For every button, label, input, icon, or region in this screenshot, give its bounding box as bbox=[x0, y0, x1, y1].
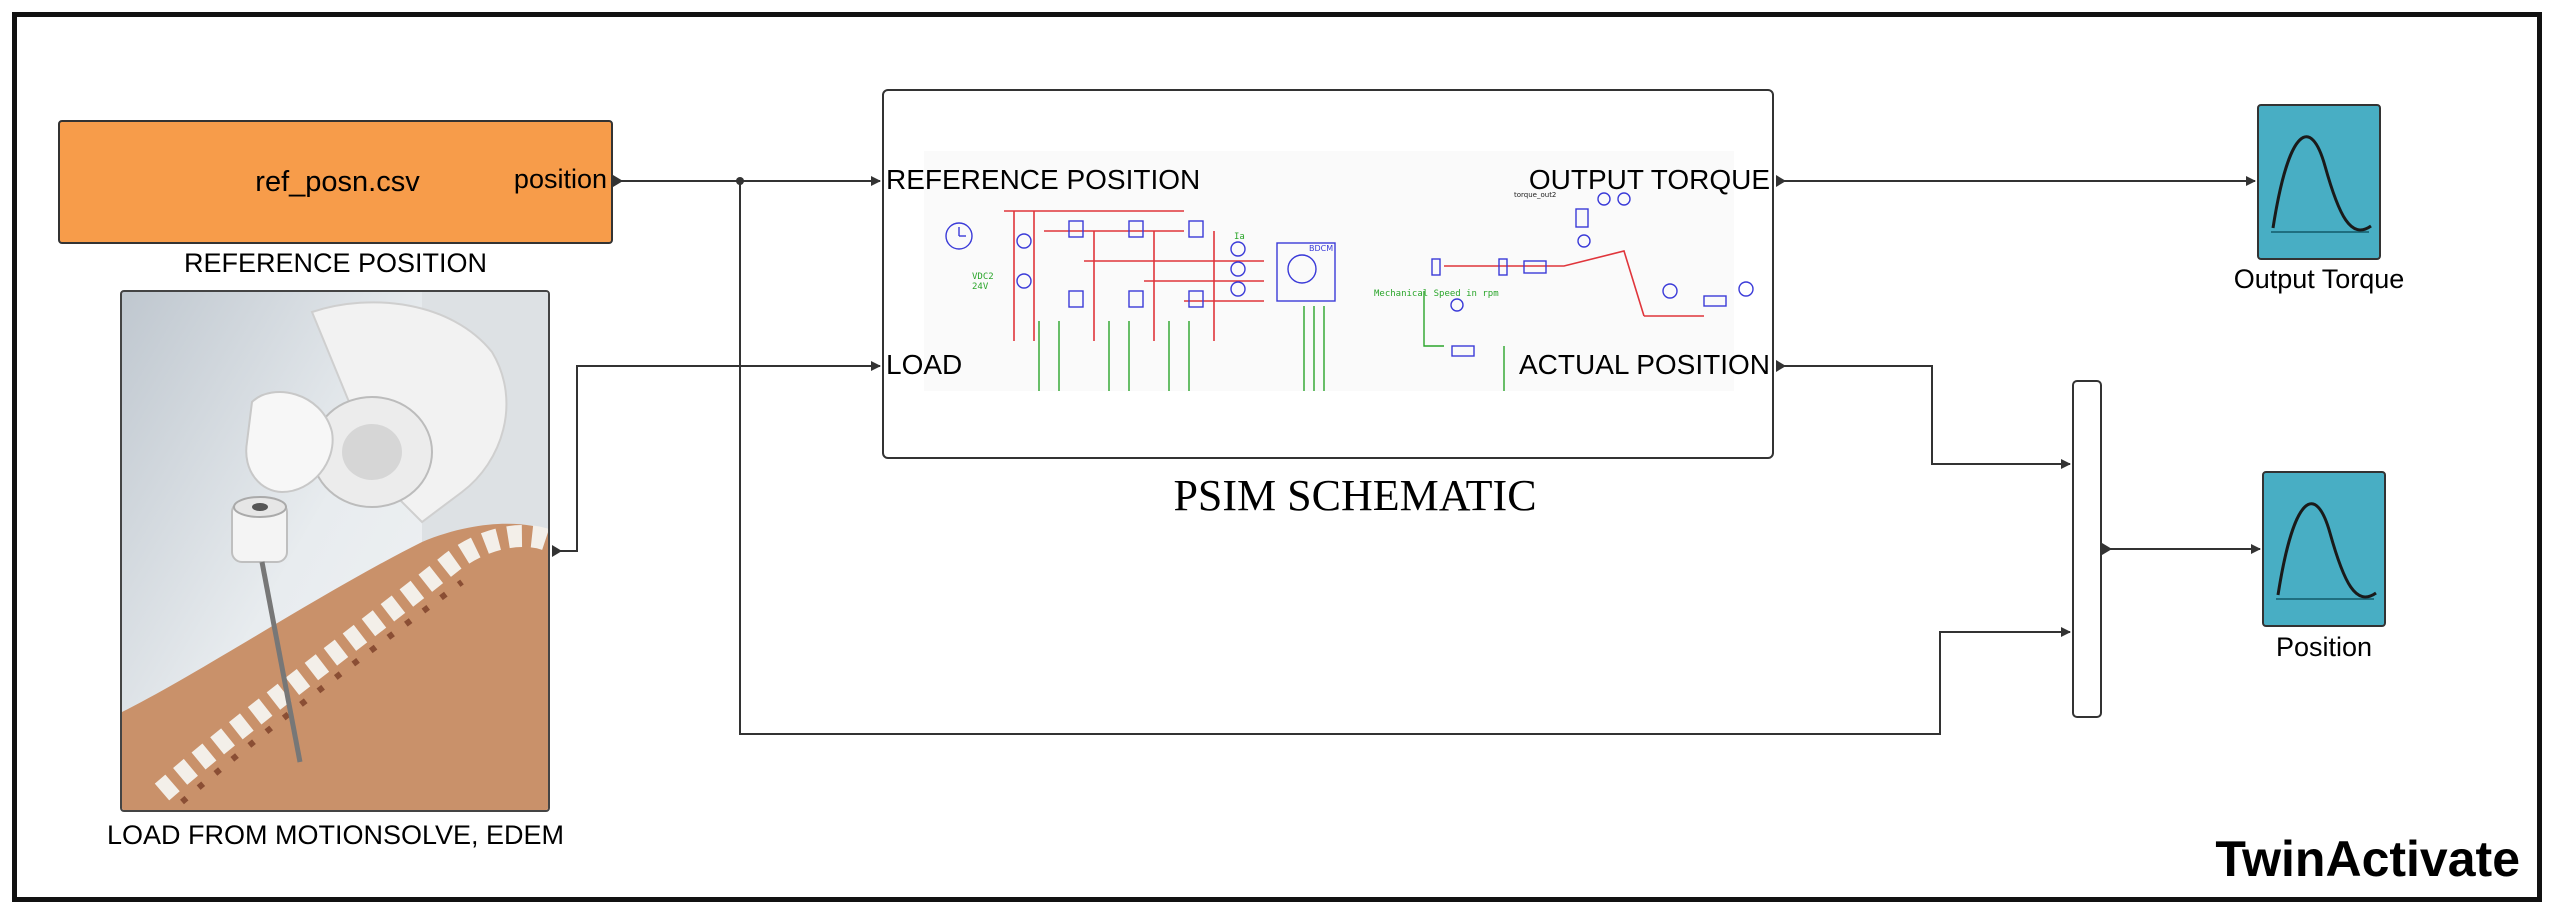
schematic-current-text: Ia bbox=[1234, 232, 1245, 242]
position-scope-block[interactable] bbox=[2262, 471, 2386, 627]
torque-scope-block[interactable] bbox=[2257, 104, 2381, 260]
wire-ref-to-mux bbox=[739, 181, 2071, 735]
psim-input-reference[interactable]: REFERENCE POSITION bbox=[886, 164, 1201, 195]
wire-load-to-psim bbox=[552, 361, 881, 552]
schematic-drawing: VDC2 24V Mechanical Speed in rpm Ia BDCM… bbox=[924, 151, 1754, 391]
mux-block[interactable] bbox=[2072, 380, 2102, 718]
schematic-motor-text: BDCM bbox=[1309, 244, 1333, 253]
port-arrow bbox=[2102, 543, 2112, 555]
diagram-frame bbox=[12, 12, 2542, 902]
position-scope-caption: Position bbox=[2275, 632, 2373, 662]
source-file-name: ref_posn.csv bbox=[255, 166, 420, 198]
port-arrow bbox=[1776, 175, 1786, 187]
psim-input-load[interactable]: LOAD bbox=[886, 349, 963, 380]
wire-actual-to-mux bbox=[1776, 365, 2071, 469]
schematic-red-traces bbox=[1004, 210, 1704, 341]
schematic-speed-text: Mechanical Speed in rpm bbox=[1374, 289, 1499, 299]
load-caption: LOAD FROM MOTIONSOLVE, EDEM bbox=[106, 820, 565, 850]
psim-schematic-block[interactable]: VDC2 24V Mechanical Speed in rpm Ia BDCM… bbox=[882, 89, 1774, 459]
port-arrow bbox=[613, 175, 623, 187]
source-port-label: position bbox=[513, 164, 607, 194]
reference-source-block[interactable]: ref_posn.csv position bbox=[58, 120, 613, 244]
load-image-block[interactable] bbox=[120, 290, 550, 812]
psim-output-torque[interactable]: OUTPUT TORQUE bbox=[1528, 164, 1770, 195]
schematic-vdc-text: VDC2 bbox=[972, 272, 994, 282]
brand-logo-text: TwinActivate bbox=[2215, 831, 2520, 887]
source-caption: REFERENCE POSITION bbox=[183, 248, 488, 278]
psim-output-position[interactable]: ACTUAL POSITION bbox=[1518, 349, 1770, 380]
schematic-green-signals bbox=[1038, 291, 1505, 391]
robot-spine-illustration bbox=[122, 292, 548, 810]
torque-scope-caption: Output Torque bbox=[2233, 264, 2405, 294]
sine-wave-icon bbox=[2276, 502, 2377, 600]
sine-wave-icon bbox=[2271, 135, 2372, 233]
port-arrow bbox=[1776, 360, 1786, 372]
schematic-torque-text: torque_out2 bbox=[1514, 191, 1556, 199]
psim-title: PSIM SCHEMATIC bbox=[1173, 471, 1537, 520]
branch-point bbox=[736, 177, 744, 185]
schematic-voltage-text: 24V bbox=[972, 282, 989, 292]
port-arrow bbox=[552, 545, 562, 557]
schematic-blue-components bbox=[945, 192, 1754, 357]
